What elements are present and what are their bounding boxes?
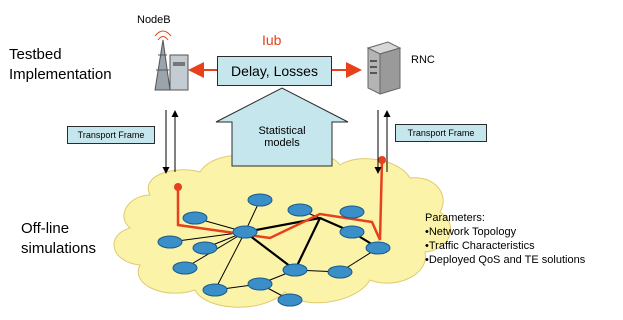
offline-label-line2: simulations — [21, 240, 97, 257]
rnc-server-icon — [366, 41, 402, 95]
router-icon — [182, 211, 208, 225]
transport-arrows-right — [374, 110, 391, 174]
transport-arrows-left — [162, 110, 179, 174]
router-icon — [339, 205, 365, 219]
router-icon — [247, 193, 273, 207]
router-icon — [277, 293, 303, 307]
router-icon — [282, 263, 308, 277]
nodeb-label: NodeB — [137, 14, 171, 26]
router-icon — [247, 277, 273, 291]
router-icon — [172, 261, 198, 275]
parameters-block: Parameters: •Network Topology •Traffic C… — [425, 211, 585, 267]
router-icons — [157, 193, 391, 307]
router-icon — [232, 225, 258, 239]
parameter-item: •Deployed QoS and TE solutions — [425, 254, 586, 266]
nodeb-tower-icon — [154, 30, 189, 91]
testbed-label-line2: Implementation — [9, 66, 112, 83]
red-traffic-path — [176, 159, 384, 241]
network-cloud — [113, 150, 452, 308]
transport-frame-text-left: Transport Frame — [77, 130, 145, 140]
iub-label: Iub — [262, 32, 282, 48]
router-icon — [192, 241, 218, 255]
rnc-label: RNC — [411, 54, 435, 66]
router-icon — [202, 283, 228, 297]
statistical-line1: Statistical — [258, 125, 306, 137]
parameter-item: •Network Topology — [425, 226, 517, 238]
transport-frame-box-right: Transport Frame — [395, 124, 487, 142]
path-endpoint-left — [174, 183, 182, 191]
network-links-bold — [244, 216, 379, 271]
router-icon — [365, 241, 391, 255]
parameter-item: •Traffic Characteristics — [425, 240, 535, 252]
parameters-title: Parameters: — [425, 212, 485, 224]
statistical-models-arrow — [215, 87, 349, 167]
router-icon — [287, 203, 313, 217]
testbed-label-line1: Testbed — [9, 46, 62, 63]
delay-losses-box: Delay, Losses — [217, 56, 332, 86]
offline-label-line1: Off-line — [21, 220, 70, 237]
router-icon — [327, 265, 353, 279]
statistical-models-text: Statistical models — [252, 125, 312, 149]
transport-frame-text-right: Transport Frame — [407, 128, 475, 138]
router-icon — [157, 235, 183, 249]
transport-frame-box-left: Transport Frame — [67, 126, 155, 144]
router-icon — [339, 225, 365, 239]
path-endpoint-right — [378, 156, 386, 164]
statistical-line2: models — [264, 137, 300, 149]
delay-losses-text: Delay, Losses — [231, 63, 318, 79]
